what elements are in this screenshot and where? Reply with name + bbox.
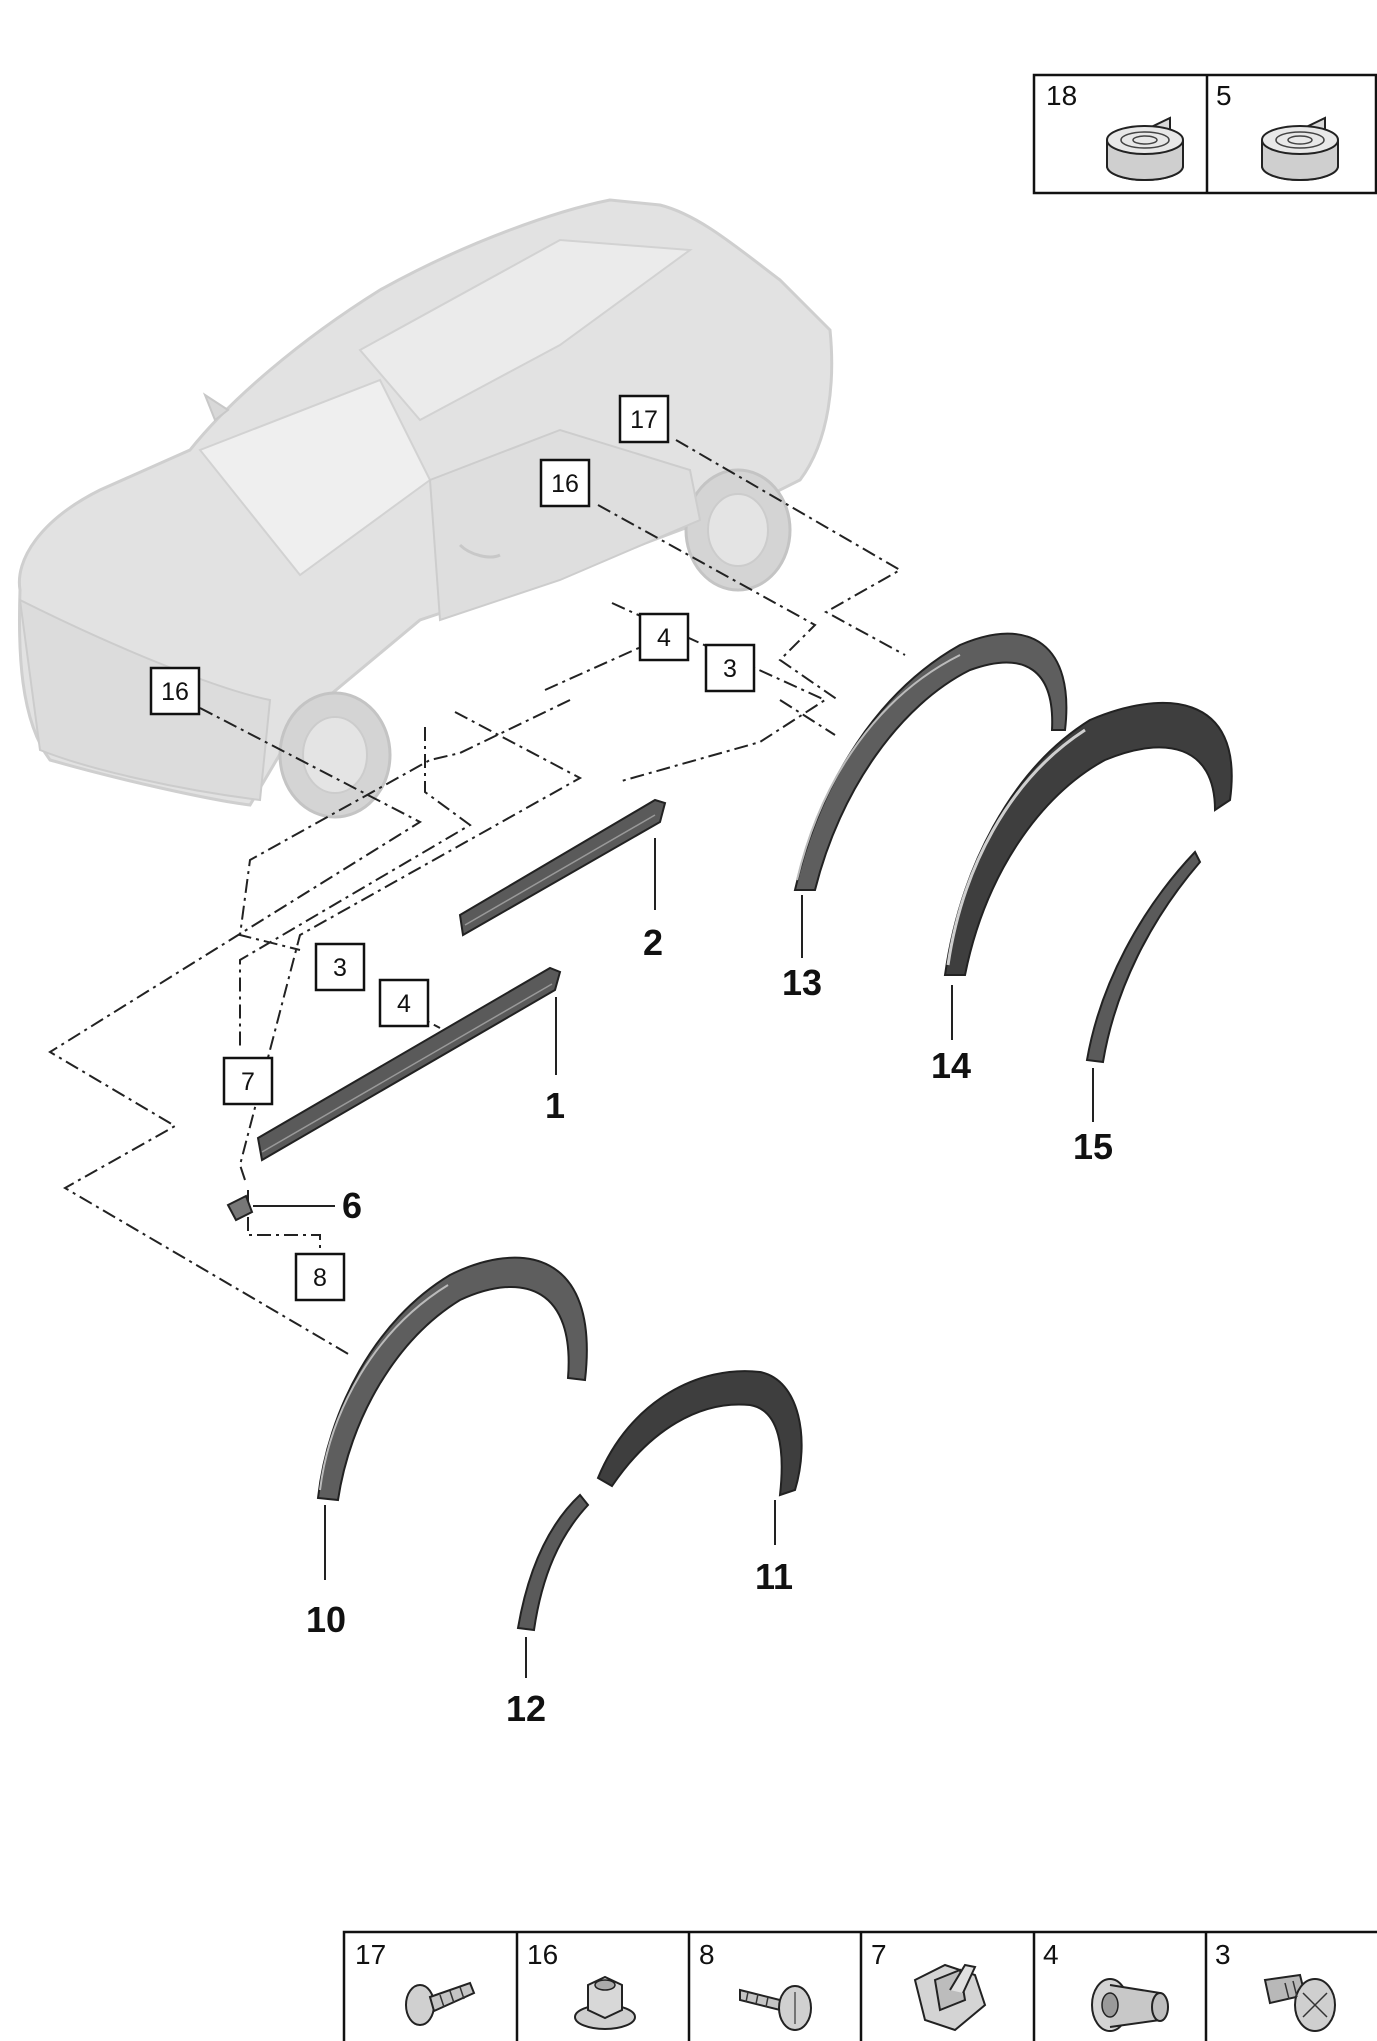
ref-box-17: 17 bbox=[618, 394, 670, 444]
svg-text:8: 8 bbox=[699, 1939, 715, 1970]
ref-box-3: 3 bbox=[704, 643, 756, 693]
legend-bottom: 17 16 8 7 bbox=[342, 1930, 1377, 2041]
callout-12: 12 bbox=[506, 1688, 546, 1729]
callout-6: 6 bbox=[342, 1185, 362, 1226]
part-2-door-trim-strip bbox=[458, 798, 667, 937]
legend-cell-16: 16 bbox=[527, 1939, 636, 2030]
legend-cell-3: 3 bbox=[1215, 1939, 1336, 2032]
part-15-wheel-arch-extension bbox=[1085, 850, 1202, 1064]
svg-text:3: 3 bbox=[1215, 1939, 1231, 1970]
legend-cell-4: 4 bbox=[1043, 1939, 1169, 2032]
part-13-wheel-arch-trim bbox=[793, 632, 1068, 891]
svg-text:16: 16 bbox=[161, 678, 189, 706]
screw-icon bbox=[405, 1981, 476, 2026]
vehicle-illustration bbox=[17, 198, 834, 819]
clip-icon bbox=[913, 1963, 987, 2032]
part-10-wheel-arch-trim bbox=[316, 1256, 588, 1502]
callout-10: 10 bbox=[306, 1599, 346, 1640]
callout-14: 14 bbox=[931, 1045, 971, 1086]
ref-box-8: 8 bbox=[294, 1252, 346, 1302]
adhesive-tape-roll-icon bbox=[1106, 116, 1184, 181]
ref-box-4: 4 bbox=[378, 978, 430, 1028]
callout-numbers: 1 2 6 13 14 15 10 11 12 bbox=[306, 922, 1113, 1729]
part-1-door-sill-trim bbox=[256, 966, 562, 1162]
ref-box-7: 7 bbox=[222, 1056, 274, 1106]
part-6-bracket bbox=[226, 1194, 254, 1222]
svg-text:5: 5 bbox=[1216, 80, 1232, 111]
ref-box-16: 16 bbox=[539, 458, 591, 508]
ref-box-4: 4 bbox=[638, 612, 690, 662]
ref-box-16: 16 bbox=[149, 666, 201, 716]
callout-11: 11 bbox=[755, 1556, 793, 1597]
svg-text:7: 7 bbox=[241, 1068, 255, 1096]
svg-text:7: 7 bbox=[871, 1939, 887, 1970]
legend-cell-8: 8 bbox=[699, 1939, 812, 2031]
grommet-icon bbox=[1091, 1978, 1169, 2032]
callout-13: 13 bbox=[782, 962, 822, 1003]
adhesive-tape-roll-icon bbox=[1261, 116, 1339, 181]
svg-text:17: 17 bbox=[355, 1939, 386, 1970]
boxed-references: 17 16 4 3 16 3 4 7 bbox=[149, 394, 756, 1302]
leader-lines bbox=[253, 838, 1094, 1678]
svg-text:4: 4 bbox=[657, 624, 671, 652]
svg-text:17: 17 bbox=[630, 406, 658, 434]
svg-text:16: 16 bbox=[527, 1939, 558, 1970]
part-12-wheel-arch-extension bbox=[516, 1493, 590, 1632]
expansion-rivet-icon bbox=[1263, 1973, 1336, 2032]
svg-text:16: 16 bbox=[551, 470, 579, 498]
svg-text:3: 3 bbox=[723, 655, 737, 683]
legend-top: 18 5 bbox=[1032, 73, 1377, 195]
callout-15: 15 bbox=[1073, 1126, 1113, 1167]
callout-1: 1 bbox=[545, 1085, 565, 1126]
ref-box-3: 3 bbox=[314, 942, 366, 992]
hex-nut-icon bbox=[574, 1975, 636, 2030]
svg-text:8: 8 bbox=[313, 1264, 327, 1292]
part-11-wheel-arch-trim bbox=[596, 1370, 803, 1497]
svg-text:3: 3 bbox=[333, 954, 347, 982]
legend-cell-7: 7 bbox=[871, 1939, 987, 2032]
screw-icon bbox=[739, 1985, 812, 2031]
svg-text:4: 4 bbox=[1043, 1939, 1059, 1970]
legend-cell-17: 17 bbox=[355, 1939, 476, 2026]
part-14-wheel-arch-trim bbox=[943, 701, 1233, 976]
callout-2: 2 bbox=[643, 922, 663, 963]
legend-cell-5: 5 bbox=[1216, 80, 1339, 181]
legend-cell-18: 18 bbox=[1046, 80, 1184, 181]
svg-text:4: 4 bbox=[397, 990, 411, 1018]
svg-text:18: 18 bbox=[1046, 80, 1077, 111]
